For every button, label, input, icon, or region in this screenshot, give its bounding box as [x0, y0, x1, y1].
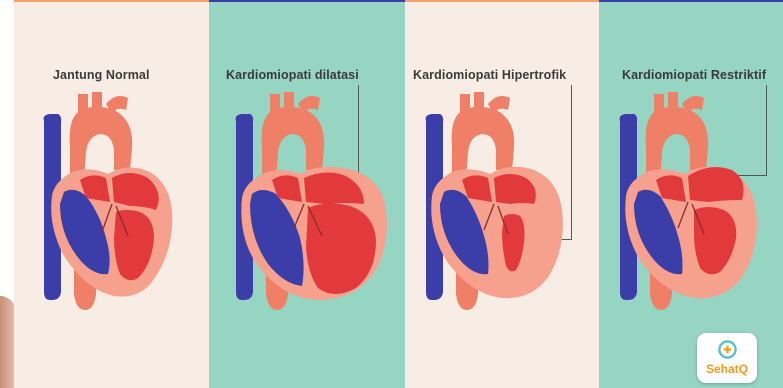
panel-label-hypertrophic: Kardiomiopati Hipertrofik	[413, 68, 566, 82]
panel-label-restrictive: Kardiomiopati Restriktif	[622, 68, 766, 82]
top-accent-line	[14, 0, 209, 2]
heart-normal-illustration	[30, 88, 220, 318]
top-accent-line	[599, 0, 783, 2]
heart-dilated-illustration	[222, 88, 412, 318]
top-accent-line	[405, 0, 599, 2]
heart-hypertrophic-illustration	[412, 88, 602, 318]
sehatq-logo-mark-icon	[718, 340, 737, 359]
sehatq-logo: SehatQ	[697, 333, 757, 383]
panel-label-dilated: Kardiomiopati dilatasi	[226, 68, 359, 82]
panel-label-normal: Jantung Normal	[53, 68, 150, 82]
heart-restrictive-illustration	[606, 88, 783, 318]
top-accent-line	[209, 0, 405, 2]
sehatq-logo-text: SehatQ	[697, 362, 757, 376]
